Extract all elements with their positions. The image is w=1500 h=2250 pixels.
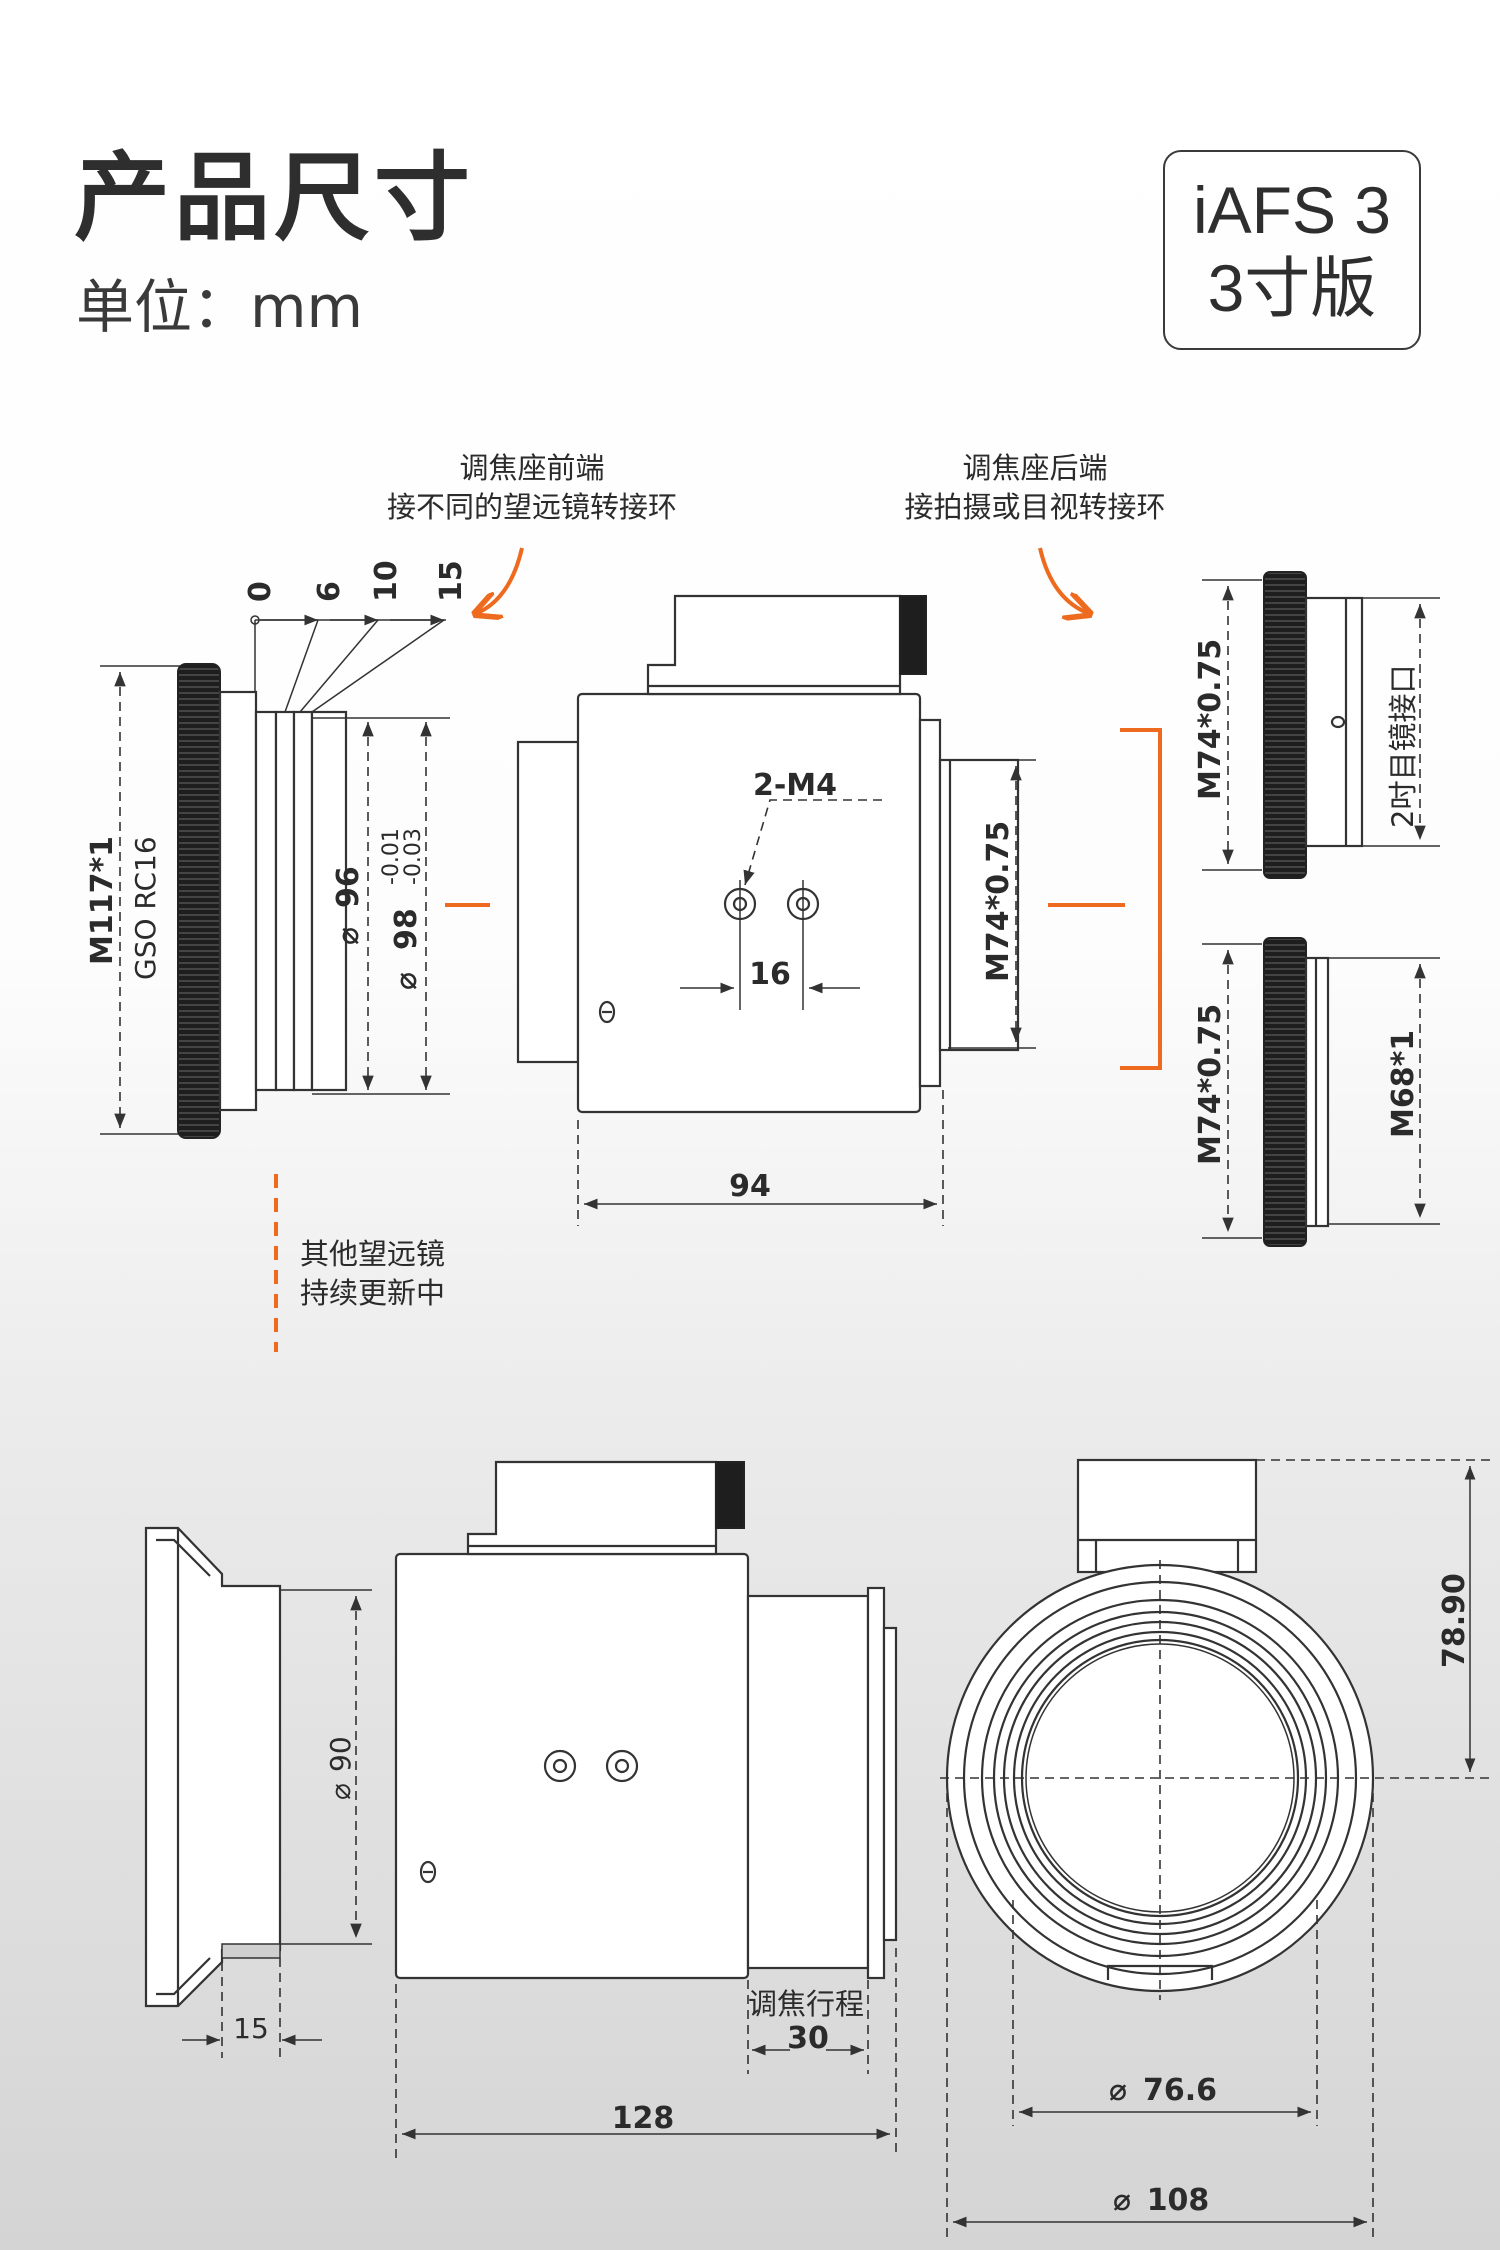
len-128-label: 128 (612, 2101, 675, 2136)
d98-label: 98 (389, 908, 424, 950)
rear-end-caption: 调焦座后端 接拍摄或目视转接环 (904, 451, 1166, 614)
d90-label: 90 (324, 1736, 357, 1772)
other-line2: 持续更新中 (300, 1276, 445, 1310)
d96-label: 96 (331, 866, 366, 908)
d76-symbol: ⌀ (1109, 2073, 1127, 2108)
rear-end-line1: 调焦座后端 (962, 451, 1107, 485)
badge-size: 3寸版 (1207, 251, 1377, 325)
len-15-label: 15 (233, 2012, 269, 2045)
front-end-line2: 接不同的望远镜转接环 (387, 490, 677, 524)
d108-label: 108 (1147, 2183, 1210, 2218)
other-line1: 其他望远镜 (300, 1237, 445, 1271)
scale-0-label: 0 (243, 581, 278, 602)
front-end-arrow (475, 547, 524, 614)
focus-travel-label: 调焦行程 (748, 1987, 864, 2021)
scale-10-label: 10 (369, 560, 404, 602)
scale-15-label: 15 (434, 560, 469, 602)
d98-tol-lower: -0.03 (401, 828, 426, 885)
eyepiece-adapter-drawing: M74*0.75 2吋目镜接口 (1193, 571, 1440, 879)
model-badge: iAFS 3 3寸版 (1163, 150, 1421, 350)
m74-top-label: M74*0.75 (1193, 639, 1228, 800)
scale-6-label: 6 (312, 581, 347, 602)
focuser-front-view: 78.90 ⌀ 76.6 ⌀ 108 (940, 1458, 1490, 2240)
rear-end-arrow (1038, 547, 1090, 614)
d76-6-label: 76.6 (1143, 2073, 1217, 2108)
badge-model: iAFS 3 (1192, 173, 1392, 248)
eyepiece-2in-label: 2吋目镜接口 (1386, 665, 1420, 828)
focus-knob (899, 595, 927, 675)
gso-label: GSO RC16 (129, 836, 162, 980)
length-94-label: 94 (729, 1169, 771, 1204)
page-title: 产品尺寸 (74, 142, 474, 254)
len-30-label: 30 (787, 2021, 829, 2056)
m74-bottom-label: M74*0.75 (1193, 1004, 1228, 1165)
rear-bracket (1120, 728, 1162, 1070)
m68-adapter-drawing: M74*0.75 M68*1 (1193, 937, 1440, 1247)
d90-symbol: ⌀ (324, 1783, 357, 1800)
m4-screw-holes (723, 880, 820, 1010)
m68-label: M68*1 (1386, 1030, 1421, 1138)
unit-label: 单位：mm (76, 273, 363, 341)
focuser-body (576, 692, 922, 1114)
knurled-ring (177, 663, 221, 1139)
front-end-line1: 调焦座前端 (459, 451, 604, 485)
spacing-16-label: 16 (749, 957, 791, 992)
focuser-side-view: 2-M4 16 M74*0.75 94 (516, 594, 1162, 1226)
d98-tol-upper: -0.01 (379, 828, 404, 885)
focuser-section-view: 调焦行程 30 128 (394, 1460, 898, 2158)
thread-m117-label: M117*1 (85, 836, 120, 965)
d98-symbol: ⌀ (389, 972, 424, 990)
front-end-caption: 调焦座前端 接不同的望远镜转接环 (387, 451, 677, 614)
height-78-90-label: 78.90 (1437, 1573, 1472, 1668)
two-m4-label: 2-M4 (753, 768, 837, 803)
rear-end-line2: 接拍摄或目视转接环 (904, 490, 1165, 524)
other-telescopes-note: 其他望远镜 持续更新中 (274, 1174, 445, 1352)
m74-center-label: M74*0.75 (981, 821, 1016, 982)
adapter-section-view: ⌀ 90 15 (144, 1526, 372, 2058)
d108-symbol: ⌀ (1113, 2183, 1131, 2218)
d96-symbol: ⌀ (331, 927, 366, 945)
front-adapter-drawing: 0 6 10 15 M117*1 GSO RC16 ⌀ 96 ⌀ (85, 560, 490, 1139)
